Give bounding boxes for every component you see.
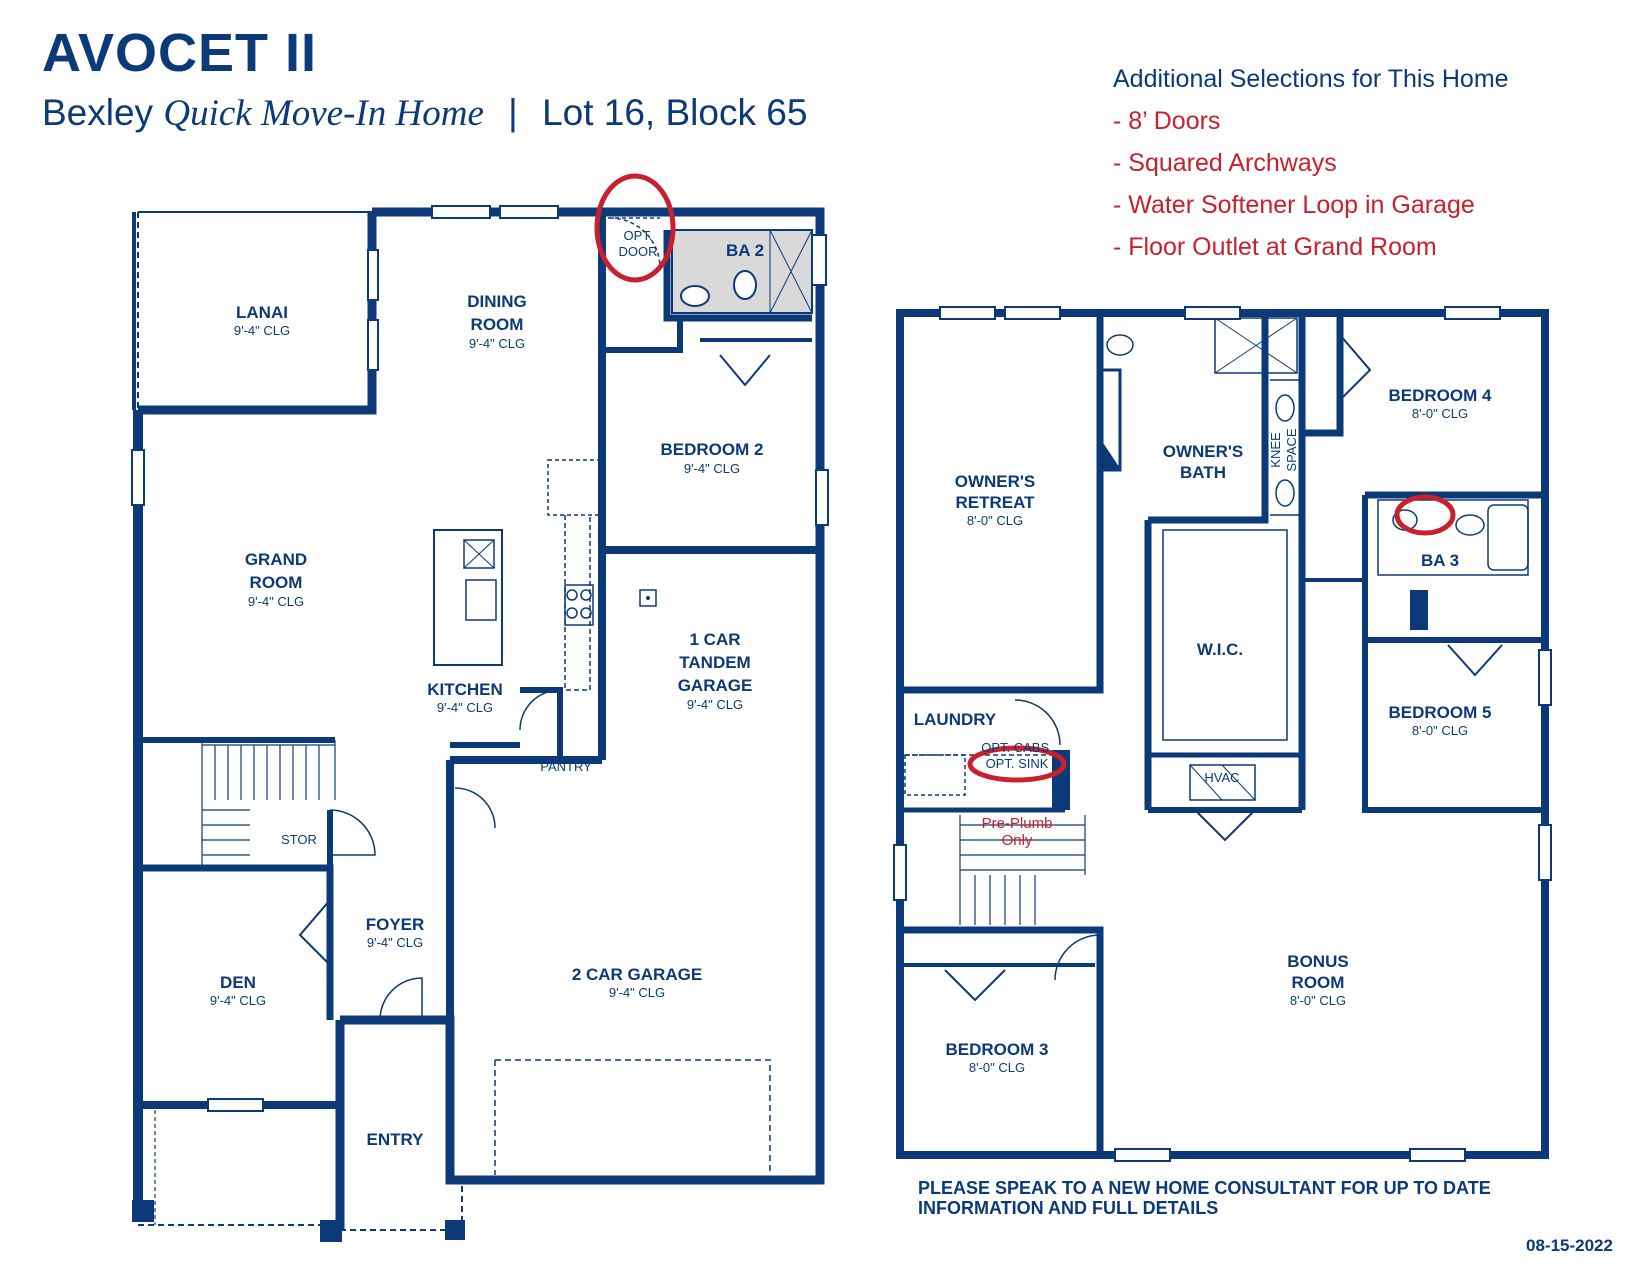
hvac-label: HVAC <box>1204 770 1239 785</box>
tandem-label-2: TANDEM <box>679 653 750 672</box>
opt-door-label-2: DOOR <box>619 244 658 259</box>
selections-heading: Additional Selections for This Home <box>1113 65 1509 93</box>
pre-plumb-note-2: Only <box>1002 832 1033 849</box>
grand-room-clg: 9'-4" CLG <box>248 594 304 609</box>
owners-retreat-label-2: RETREAT <box>955 493 1035 512</box>
lot-block: Lot 16, Block 65 <box>542 92 808 133</box>
stor-label: STOR <box>281 832 317 847</box>
home-type: Quick Move-In Home <box>163 93 484 134</box>
revision-date: 08-15-2022 <box>1526 1236 1613 1255</box>
owners-bath-label-1: OWNER'S <box>1163 442 1244 461</box>
subtitle-separator: | <box>508 92 518 133</box>
kitchen-clg: 9'-4" CLG <box>437 700 493 715</box>
disclaimer-line-1: PLEASE SPEAK TO A NEW HOME CONSULTANT FO… <box>918 1178 1491 1198</box>
entry-label: ENTRY <box>367 1130 425 1149</box>
lanai-label: LANAI <box>236 303 288 322</box>
den-clg: 9'-4" CLG <box>210 993 266 1008</box>
bedroom4-clg: 8'-0" CLG <box>1412 406 1468 421</box>
first-floor-labels: LANAI 9'-4" CLG DINING ROOM 9'-4" CLG OP… <box>210 228 764 1149</box>
additional-selections: Additional Selections for This Home - 8’… <box>1113 58 1509 268</box>
bonus-room-label-1: BONUS <box>1287 952 1348 971</box>
tandem-label-1: 1 CAR <box>689 630 740 649</box>
bonus-room-label-2: ROOM <box>1292 973 1345 992</box>
second-floor-plan <box>893 306 1552 1162</box>
grand-room-label-2: ROOM <box>250 573 303 592</box>
consultant-disclaimer: PLEASE SPEAK TO A NEW HOME CONSULTANT FO… <box>918 1178 1558 1218</box>
pre-plumb-note-1: Pre-Plumb <box>982 815 1053 832</box>
community-name: Bexley <box>42 92 154 133</box>
disclaimer-line-2: INFORMATION AND FULL DETAILS <box>918 1198 1219 1218</box>
dining-label-2: ROOM <box>471 315 524 334</box>
ba2-label: BA 2 <box>726 241 764 260</box>
selection-item: - Squared Archways <box>1113 149 1337 177</box>
plan-title: AVOCET II <box>42 23 318 83</box>
foyer-label: FOYER <box>366 915 425 934</box>
lanai-clg: 9'-4" CLG <box>234 323 290 338</box>
owners-retreat-clg: 8'-0" CLG <box>967 513 1023 528</box>
den-label: DEN <box>220 973 256 992</box>
selection-item: - 8’ Doors <box>1113 107 1221 135</box>
wic-label: W.I.C. <box>1197 640 1243 659</box>
bedroom5-clg: 8'-0" CLG <box>1412 723 1468 738</box>
knee-space-label-1: KNEE <box>1268 432 1283 468</box>
garage2-label: 2 CAR GARAGE <box>572 965 702 984</box>
garage2-clg: 9'-4" CLG <box>609 985 665 1000</box>
selection-item: - Water Softener Loop in Garage <box>1113 191 1475 219</box>
laundry-label: LAUNDRY <box>914 710 997 729</box>
opt-sink-label: OPT. SINK <box>986 756 1049 771</box>
ba3-label: BA 3 <box>1421 551 1459 570</box>
opt-door-label-1: OPT. <box>624 228 653 243</box>
bedroom3-label: BEDROOM 3 <box>946 1040 1049 1059</box>
selection-item: - Floor Outlet at Grand Room <box>1113 233 1437 261</box>
knee-space-label-2: SPACE <box>1284 428 1299 471</box>
bedroom5-label: BEDROOM 5 <box>1389 703 1492 722</box>
second-floor-labels: OWNER'S RETREAT 8'-0" CLG OWNER'S BATH K… <box>914 386 1492 1075</box>
bedroom3-clg: 8'-0" CLG <box>969 1060 1025 1075</box>
first-floor-plan <box>131 173 829 1242</box>
bedroom2-clg: 9'-4" CLG <box>684 461 740 476</box>
owners-bath-label-2: BATH <box>1180 463 1226 482</box>
bedroom2-label: BEDROOM 2 <box>661 440 764 459</box>
dining-label-1: DINING <box>467 292 527 311</box>
grand-room-label-1: GRAND <box>245 550 307 569</box>
dining-clg: 9'-4" CLG <box>469 336 525 351</box>
kitchen-label: KITCHEN <box>427 680 503 699</box>
tandem-label-3: GARAGE <box>678 676 753 695</box>
bedroom4-label: BEDROOM 4 <box>1389 386 1493 405</box>
plan-subtitle: Bexley Quick Move-In Home | Lot 16, Bloc… <box>42 92 807 135</box>
tandem-clg: 9'-4" CLG <box>687 697 743 712</box>
opt-cabs-label: OPT. CABS. <box>981 740 1053 755</box>
pantry-label: PANTRY <box>540 759 592 774</box>
foyer-clg: 9'-4" CLG <box>367 935 423 950</box>
bonus-room-clg: 8'-0" CLG <box>1290 993 1346 1008</box>
owners-retreat-label-1: OWNER'S <box>955 472 1036 491</box>
